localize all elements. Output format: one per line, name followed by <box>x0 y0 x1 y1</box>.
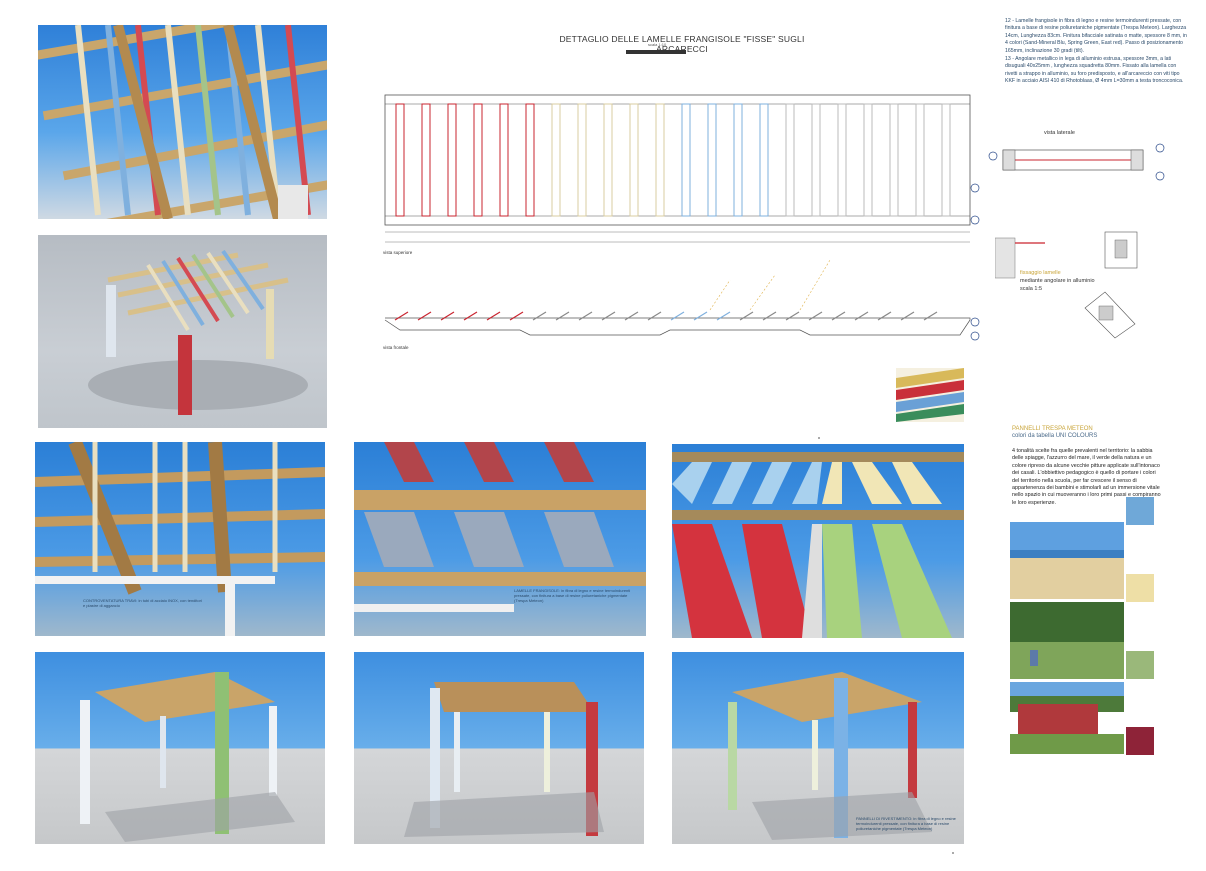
render-pergola-2-drawing <box>404 682 604 837</box>
render-pergola-view-1 <box>35 652 325 844</box>
swatch-red <box>1126 727 1154 755</box>
render-structure-drawing <box>35 442 325 636</box>
render-structure-detail: CONTROVENTATURA TRAVI: in tubi di acciai… <box>35 442 325 636</box>
fixing-subtitle: mediante angolare in alluminio <box>1020 278 1095 284</box>
render-caption-bracing: CONTROVENTATURA TRAVI: in tubi di acciai… <box>83 598 202 608</box>
scale-label: scala 1:10 <box>648 42 667 47</box>
front-view-drawing <box>384 259 980 341</box>
render-underside-drawing <box>38 25 327 219</box>
render-pergola-view-2 <box>354 652 644 844</box>
material-sample <box>896 368 964 422</box>
palette-title: PANNELLI TRESPA METEON <box>1012 426 1093 432</box>
render-caption-lamellae: LAMELLE FRANGISOLE: in fibra di legno e … <box>514 588 631 603</box>
render-caption-cladding: PANNELLI DI RIVESTIMENTO: in fibra di le… <box>856 816 956 831</box>
swatch-blue <box>1126 497 1154 525</box>
top-view-drawing <box>384 94 980 243</box>
scale-bar: scala 1:10 <box>626 42 686 54</box>
bracket-detail-drawing <box>995 231 1138 339</box>
render-colored-lamellae-drawing <box>672 452 964 638</box>
render-colored-lamellae <box>672 444 964 638</box>
render-axonometric-drawing <box>88 249 308 415</box>
palette-description: 4 tonalità scelte fra quelle prevalenti … <box>1012 448 1161 506</box>
palette-subtitle: colori da tabella UNI COLOURS <box>1012 433 1098 439</box>
render-axonometric-view <box>38 235 327 428</box>
render-pergola-view-3: PANNELLI DI RIVESTIMENTO: in fibra di le… <box>672 652 964 844</box>
render-pergola-3-drawing <box>728 672 932 840</box>
page-mark <box>952 852 954 854</box>
render-lamellae-drawing <box>354 442 646 612</box>
side-view-label: vista laterale <box>1044 130 1075 136</box>
specification-notes: 12 - Lamelle frangisole in fibra di legn… <box>1005 18 1190 87</box>
top-view-label: vista superiore <box>383 250 413 255</box>
fixing-title: fissaggio lamelle <box>1020 270 1061 276</box>
fixing-scale: scala 1:5 <box>1020 286 1043 292</box>
page-mark <box>818 437 820 439</box>
note-bracket: 13 - Angolare metallico in lega di allum… <box>1005 56 1184 85</box>
side-view-drawing <box>988 143 1165 181</box>
page-title: DETTAGLIO DELLE LAMELLE FRANGISOLE "FISS… <box>559 34 805 54</box>
front-view-label: vista frontale <box>383 345 409 350</box>
photo-farmhouse <box>1010 682 1124 754</box>
render-lamellae-detail: LAMELLE FRANGISOLE: in fibra di legno e … <box>354 442 646 636</box>
note-lamellae: 12 - Lamelle frangisole in fibra di legn… <box>1005 18 1187 54</box>
render-pergola-1-drawing <box>80 672 295 842</box>
photo-beach <box>1010 522 1124 599</box>
swatch-green <box>1126 651 1154 679</box>
photo-meadow <box>1010 602 1124 679</box>
render-underside-view <box>38 25 327 219</box>
swatch-sand <box>1126 574 1154 602</box>
